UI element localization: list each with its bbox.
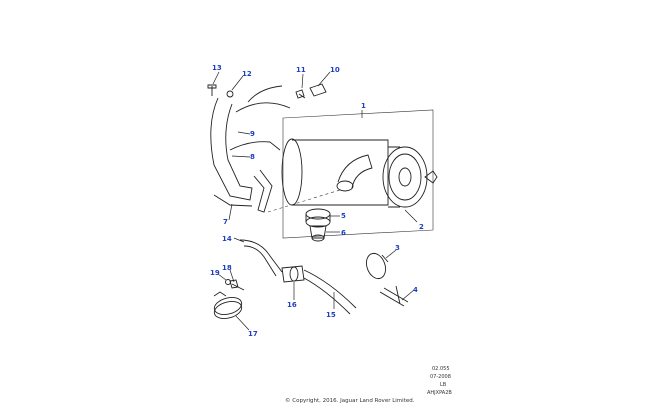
callout-13: 13 bbox=[212, 64, 222, 72]
hose-14 bbox=[239, 239, 283, 277]
bolt-13 bbox=[207, 84, 217, 96]
valve-16 bbox=[281, 265, 305, 283]
copyright-text: © Copyright, 2016. Jaguar Land Rover Lim… bbox=[285, 397, 415, 404]
washer-12 bbox=[226, 90, 234, 98]
ref-image-id: AHJXPA2B bbox=[427, 390, 452, 396]
washer-19 bbox=[225, 279, 231, 285]
ref-date: 07-2008 bbox=[430, 374, 451, 380]
mounting-strap bbox=[229, 85, 291, 151]
callout-8: 8 bbox=[250, 153, 255, 161]
hose-15 bbox=[303, 269, 357, 315]
callout-7: 7 bbox=[223, 218, 228, 226]
callout-6: 6 bbox=[341, 229, 346, 237]
hose-clamp-17 bbox=[213, 291, 243, 319]
callout-11: 11 bbox=[296, 66, 306, 74]
callout-5: 5 bbox=[341, 212, 346, 220]
ref-code: 02.055 bbox=[432, 366, 450, 372]
bolt-11 bbox=[295, 89, 306, 99]
callout-19: 19 bbox=[210, 269, 220, 277]
callout-15: 15 bbox=[326, 311, 336, 319]
air-cleaner-housing bbox=[267, 109, 438, 239]
screw-18 bbox=[229, 279, 245, 291]
mounting-bracket bbox=[210, 97, 273, 213]
callout-16: 16 bbox=[287, 301, 297, 309]
callout-3: 3 bbox=[395, 244, 400, 252]
nut-10 bbox=[309, 83, 327, 97]
callout-18: 18 bbox=[222, 264, 232, 272]
leader-lines bbox=[212, 71, 418, 331]
hose-adapter bbox=[309, 225, 327, 242]
retaining-clip bbox=[379, 285, 409, 307]
callout-9: 9 bbox=[250, 130, 255, 138]
callout-1: 1 bbox=[361, 102, 366, 110]
hose-clamp-upper bbox=[305, 208, 331, 228]
callout-4: 4 bbox=[413, 286, 418, 294]
callout-10: 10 bbox=[330, 66, 340, 74]
callout-17: 17 bbox=[248, 330, 258, 338]
callout-12: 12 bbox=[242, 70, 252, 78]
callout-14: 14 bbox=[222, 235, 232, 243]
ref-lang: LB bbox=[440, 382, 447, 388]
dust-cap bbox=[365, 252, 389, 280]
callout-2: 2 bbox=[419, 223, 424, 231]
